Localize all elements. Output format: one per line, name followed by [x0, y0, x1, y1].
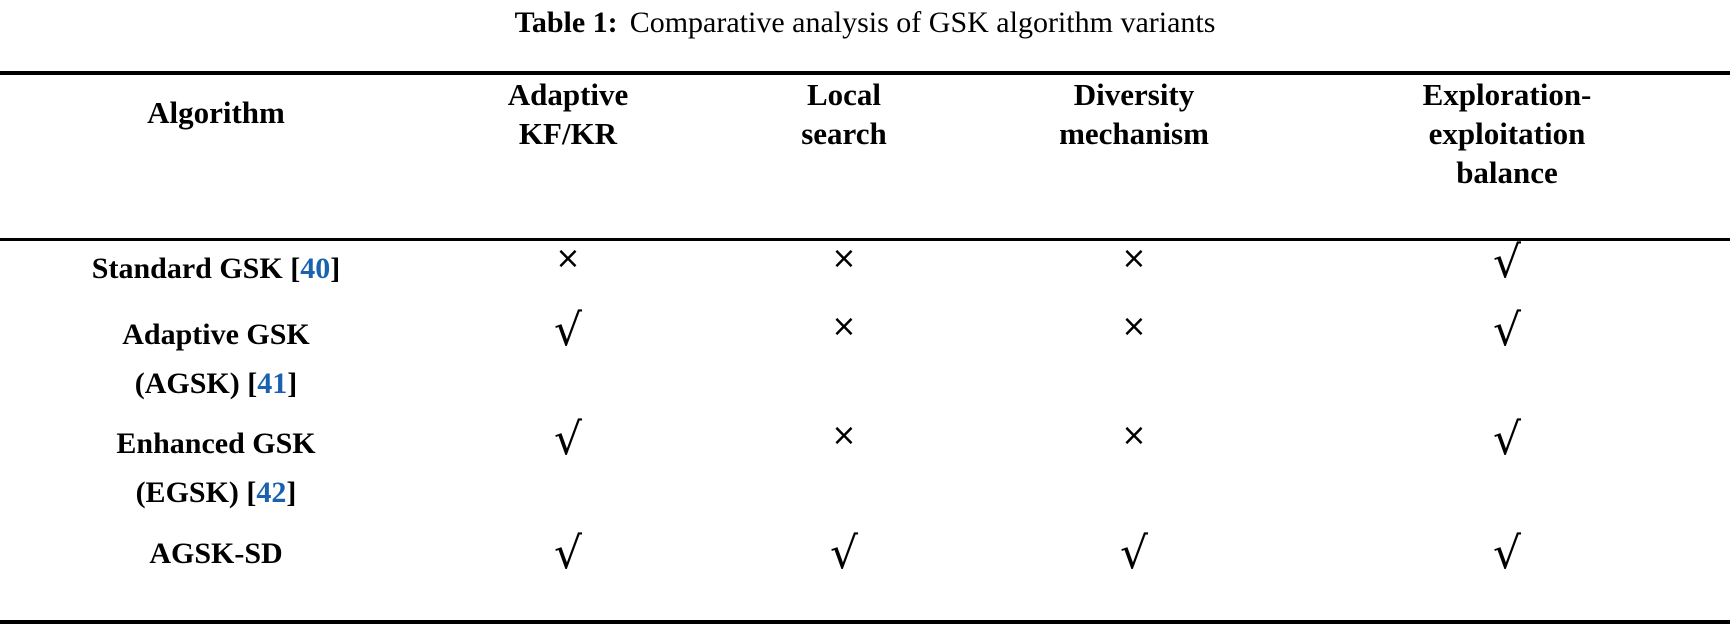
cell-check: √ [432, 413, 704, 523]
check-icon: √ [553, 414, 583, 465]
column-header-line: search [801, 116, 887, 151]
cell-check: √ [984, 523, 1284, 590]
column-header-exploration-exploitation-balance: Exploration-exploitation balance [1284, 75, 1730, 238]
check-icon: √ [1492, 305, 1522, 356]
row-label-text: Adaptive GSK [122, 318, 310, 351]
row-label-text: (AGSK) [134, 367, 248, 400]
row-label-text: AGSK-SD [149, 537, 283, 570]
table-row: Adaptive GSK (AGSK) [41] √ × × √ [0, 304, 1730, 413]
cell-cross: × [704, 238, 984, 304]
cell-check: √ [1284, 413, 1730, 523]
row-label-line: AGSK-SD [0, 529, 432, 578]
citation-bracket-close: ] [287, 367, 298, 400]
citation-bracket-open: [ [247, 367, 258, 400]
row-label-algorithm: Standard GSK [40] [0, 238, 432, 304]
row-label-text: Enhanced GSK [116, 427, 316, 460]
row-label-line: (EGSK) [42] [0, 468, 432, 517]
column-header-diversity-mechanism: Diversity mechanism [984, 75, 1284, 238]
check-icon: √ [1492, 414, 1522, 465]
table-caption-text: Comparative analysis of GSK algorithm va… [629, 6, 1216, 39]
cross-icon: × [1121, 241, 1147, 276]
row-label-text: Standard GSK [91, 252, 291, 285]
column-header-line: balance [1456, 155, 1558, 190]
column-header-line: Algorithm [147, 95, 285, 130]
row-label-line: Enhanced GSK [0, 419, 432, 468]
citation-link[interactable]: 42 [256, 476, 287, 509]
column-header-line: exploitation [1428, 116, 1586, 151]
column-header-line: Diversity [1073, 77, 1195, 112]
row-label-algorithm: AGSK-SD [0, 523, 432, 590]
cell-cross: × [432, 238, 704, 304]
cell-check: √ [1284, 304, 1730, 413]
table-caption: Table 1: Comparative analysis of GSK alg… [0, 0, 1730, 46]
row-label-algorithm: Adaptive GSK (AGSK) [41] [0, 304, 432, 413]
table-caption-label: Table 1: [514, 6, 618, 39]
table-body: Standard GSK [40] × × × √ Adaptive GSK (AGSK) … [0, 238, 1730, 590]
column-header-line: KF/KR [518, 116, 618, 151]
cell-cross: × [984, 304, 1284, 413]
cross-icon: × [831, 418, 857, 453]
row-label-line: (AGSK) [41] [0, 359, 432, 408]
check-icon: √ [1119, 528, 1149, 579]
citation-bracket-open: [ [246, 476, 257, 509]
citation-link[interactable]: 40 [300, 252, 331, 285]
column-header-line: Adaptive [507, 77, 629, 112]
citation-bracket-close: ] [330, 252, 341, 285]
row-label-line: Standard GSK [40] [0, 244, 432, 293]
table-row: Enhanced GSK (EGSK) [42] √ × × √ [0, 413, 1730, 523]
cell-check: √ [1284, 523, 1730, 590]
cross-icon: × [1121, 418, 1147, 453]
table-row: AGSK-SD √ √ √ √ [0, 523, 1730, 590]
cell-check: √ [432, 523, 704, 590]
check-icon: √ [829, 528, 859, 579]
cell-check: √ [1284, 238, 1730, 304]
column-header-line: Exploration- [1422, 77, 1592, 112]
check-icon: √ [553, 305, 583, 356]
check-icon: √ [553, 528, 583, 579]
table-row: Standard GSK [40] × × × √ [0, 238, 1730, 304]
column-header-line: Local [806, 77, 882, 112]
cell-cross: × [984, 413, 1284, 523]
citation-bracket-open: [ [290, 252, 301, 285]
cell-cross: × [984, 238, 1284, 304]
cell-cross: × [704, 304, 984, 413]
cross-icon: × [555, 241, 581, 276]
cell-check: √ [704, 523, 984, 590]
row-label-line: Adaptive GSK [0, 310, 432, 359]
check-icon: √ [1492, 237, 1522, 288]
column-header-line: mechanism [1059, 116, 1209, 151]
citation-bracket-close: ] [286, 476, 297, 509]
cell-cross: × [704, 413, 984, 523]
table-bottom-rule [0, 620, 1730, 624]
check-icon: √ [1492, 528, 1522, 579]
row-label-text: (EGSK) [135, 476, 247, 509]
table-top-rule [0, 71, 1730, 75]
column-header-local-search: Local search [704, 75, 984, 238]
cross-icon: × [831, 309, 857, 344]
table-header-rule [0, 238, 1730, 241]
row-label-algorithm: Enhanced GSK (EGSK) [42] [0, 413, 432, 523]
cell-check: √ [432, 304, 704, 413]
column-header-algorithm: Algorithm [0, 75, 432, 238]
citation-link[interactable]: 41 [257, 367, 288, 400]
cross-icon: × [831, 241, 857, 276]
cross-icon: × [1121, 309, 1147, 344]
